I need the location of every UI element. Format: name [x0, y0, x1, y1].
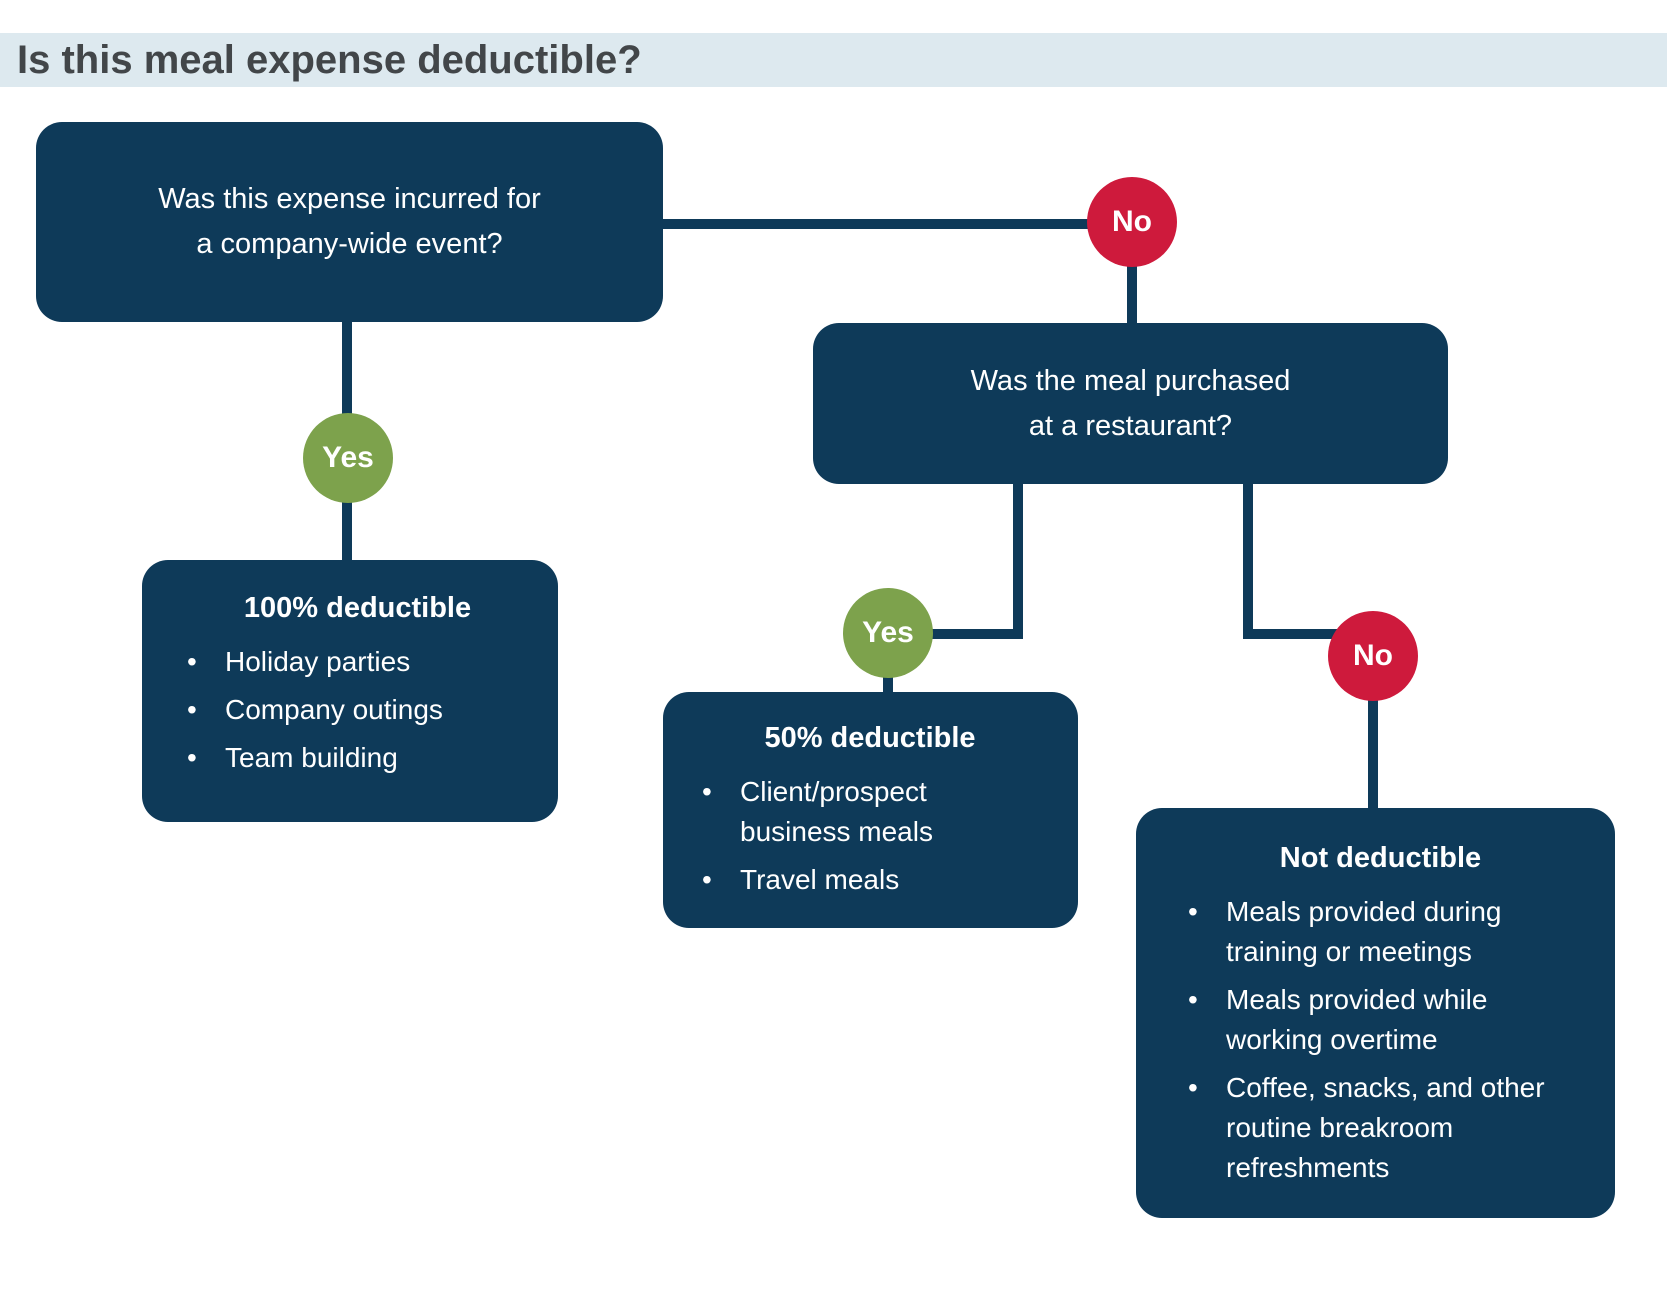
list-item: • Meals provided while working overtime [1188, 980, 1573, 1060]
yes-badge-middle: Yes [843, 588, 933, 678]
yes-badge-left: Yes [303, 413, 393, 503]
question-restaurant-line1: Was the meal purchased [970, 364, 1291, 397]
bullet-text: Meals provided during training or meetin… [1226, 896, 1502, 967]
connector-q2-left-elbow [888, 629, 1023, 639]
bullet-text: Client/prospect business meals [740, 776, 933, 847]
bullet-text: Holiday parties [225, 646, 411, 677]
connector-no-to-q2 [1127, 222, 1137, 323]
bullet-icon: • [187, 646, 197, 677]
question-company-event-line2: a company-wide event? [196, 228, 503, 260]
outcome-100-deductible-box: 100% deductible • Holiday parties • Comp… [142, 560, 558, 822]
bullet-icon: • [1188, 896, 1198, 927]
bullet-text: Company outings [225, 694, 443, 725]
question-company-event-line1: Was this expense incurred for [158, 183, 541, 215]
outcome-50-bullet-list: • Client/prospect business meals • Trave… [702, 772, 1038, 900]
list-item: • Meals provided during training or meet… [1188, 892, 1573, 972]
page-title: Is this meal expense deductible? [17, 37, 642, 82]
bullet-text: Coffee, snacks, and other routine breakr… [1226, 1072, 1545, 1183]
list-item: • Team building [187, 738, 528, 778]
bullet-icon: • [702, 776, 712, 807]
list-item: • Holiday parties [187, 642, 528, 682]
title-band: Is this meal expense deductible? [0, 33, 1667, 87]
question-restaurant-box: Was the meal purchased at a restaurant? [813, 323, 1448, 484]
outcome-50-title: 50% deductible [764, 722, 976, 754]
list-item: • Travel meals [702, 860, 1038, 900]
question-company-event-box: Was this expense incurred for a company-… [36, 122, 663, 322]
connector-q2-right-elbow [1243, 629, 1378, 639]
outcome-50-deductible-box: 50% deductible • Client/prospect busines… [663, 692, 1078, 928]
connector-q2-right-drop [1243, 484, 1253, 639]
bullet-icon: • [187, 694, 197, 725]
bullet-text: Meals provided while working overtime [1226, 984, 1488, 1055]
bullet-icon: • [187, 742, 197, 773]
list-item: • Company outings [187, 690, 528, 730]
outcome-not-bullet-list: • Meals provided during training or meet… [1188, 892, 1573, 1188]
list-item: • Client/prospect business meals [702, 772, 1038, 852]
bullet-icon: • [702, 864, 712, 895]
outcome-not-deductible-box: Not deductible • Meals provided during t… [1136, 808, 1615, 1218]
no-badge-right: No [1328, 611, 1418, 701]
bullet-text: Travel meals [740, 864, 900, 895]
outcome-not-title: Not deductible [1279, 842, 1482, 874]
bullet-icon: • [1188, 984, 1198, 1015]
outcome-100-bullet-list: • Holiday parties • Company outings • Te… [187, 642, 528, 778]
connector-q1-to-no [663, 219, 1132, 229]
connector-q2-left-drop [1013, 484, 1023, 639]
outcome-100-title: 100% deductible [243, 592, 472, 624]
list-item: • Coffee, snacks, and other routine brea… [1188, 1068, 1573, 1188]
connector-no-to-not [1368, 650, 1378, 808]
no-badge-top: No [1087, 177, 1177, 267]
question-restaurant-line2: at a restaurant? [1028, 409, 1233, 442]
bullet-text: Team building [225, 742, 398, 773]
bullet-icon: • [1188, 1072, 1198, 1103]
